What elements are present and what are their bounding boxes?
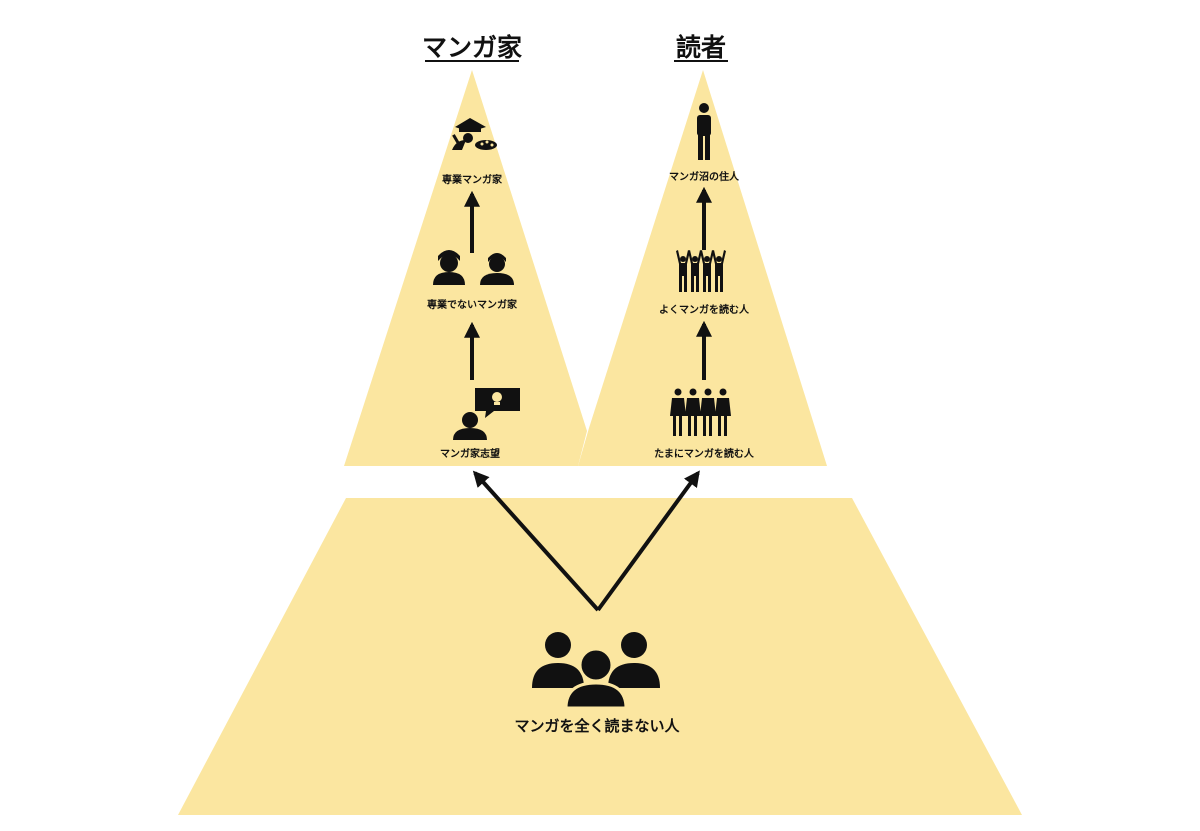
painter-icon [452, 118, 497, 150]
group-standing-icon [670, 388, 731, 436]
arrow-to-occasional-reader [596, 470, 700, 612]
person-idea-bubble-icon [453, 388, 520, 440]
level-label: 専業でないマンガ家 [427, 298, 518, 311]
arrow-to-aspiring-artist [472, 470, 600, 612]
level-label: たまにマンガを読む人 [654, 447, 755, 460]
reader-triangle [578, 70, 827, 466]
reader-heading: 読者 [676, 33, 726, 62]
level-label: よくマンガを読む人 [659, 303, 750, 316]
level-label: マンガ沼の住人 [669, 170, 740, 183]
level-label: マンガ家志望 [440, 447, 500, 460]
manga-artist-heading: マンガ家 [422, 33, 522, 62]
people-group-icon [532, 632, 660, 710]
cheering-crowd-icon [676, 250, 726, 292]
level-label: 専業マンガ家 [442, 173, 503, 186]
standing-person-icon [697, 103, 711, 160]
manga-artist-triangle [344, 70, 587, 466]
base-label: マンガを全く読まない人 [514, 717, 680, 735]
two-people-icon [433, 250, 514, 285]
